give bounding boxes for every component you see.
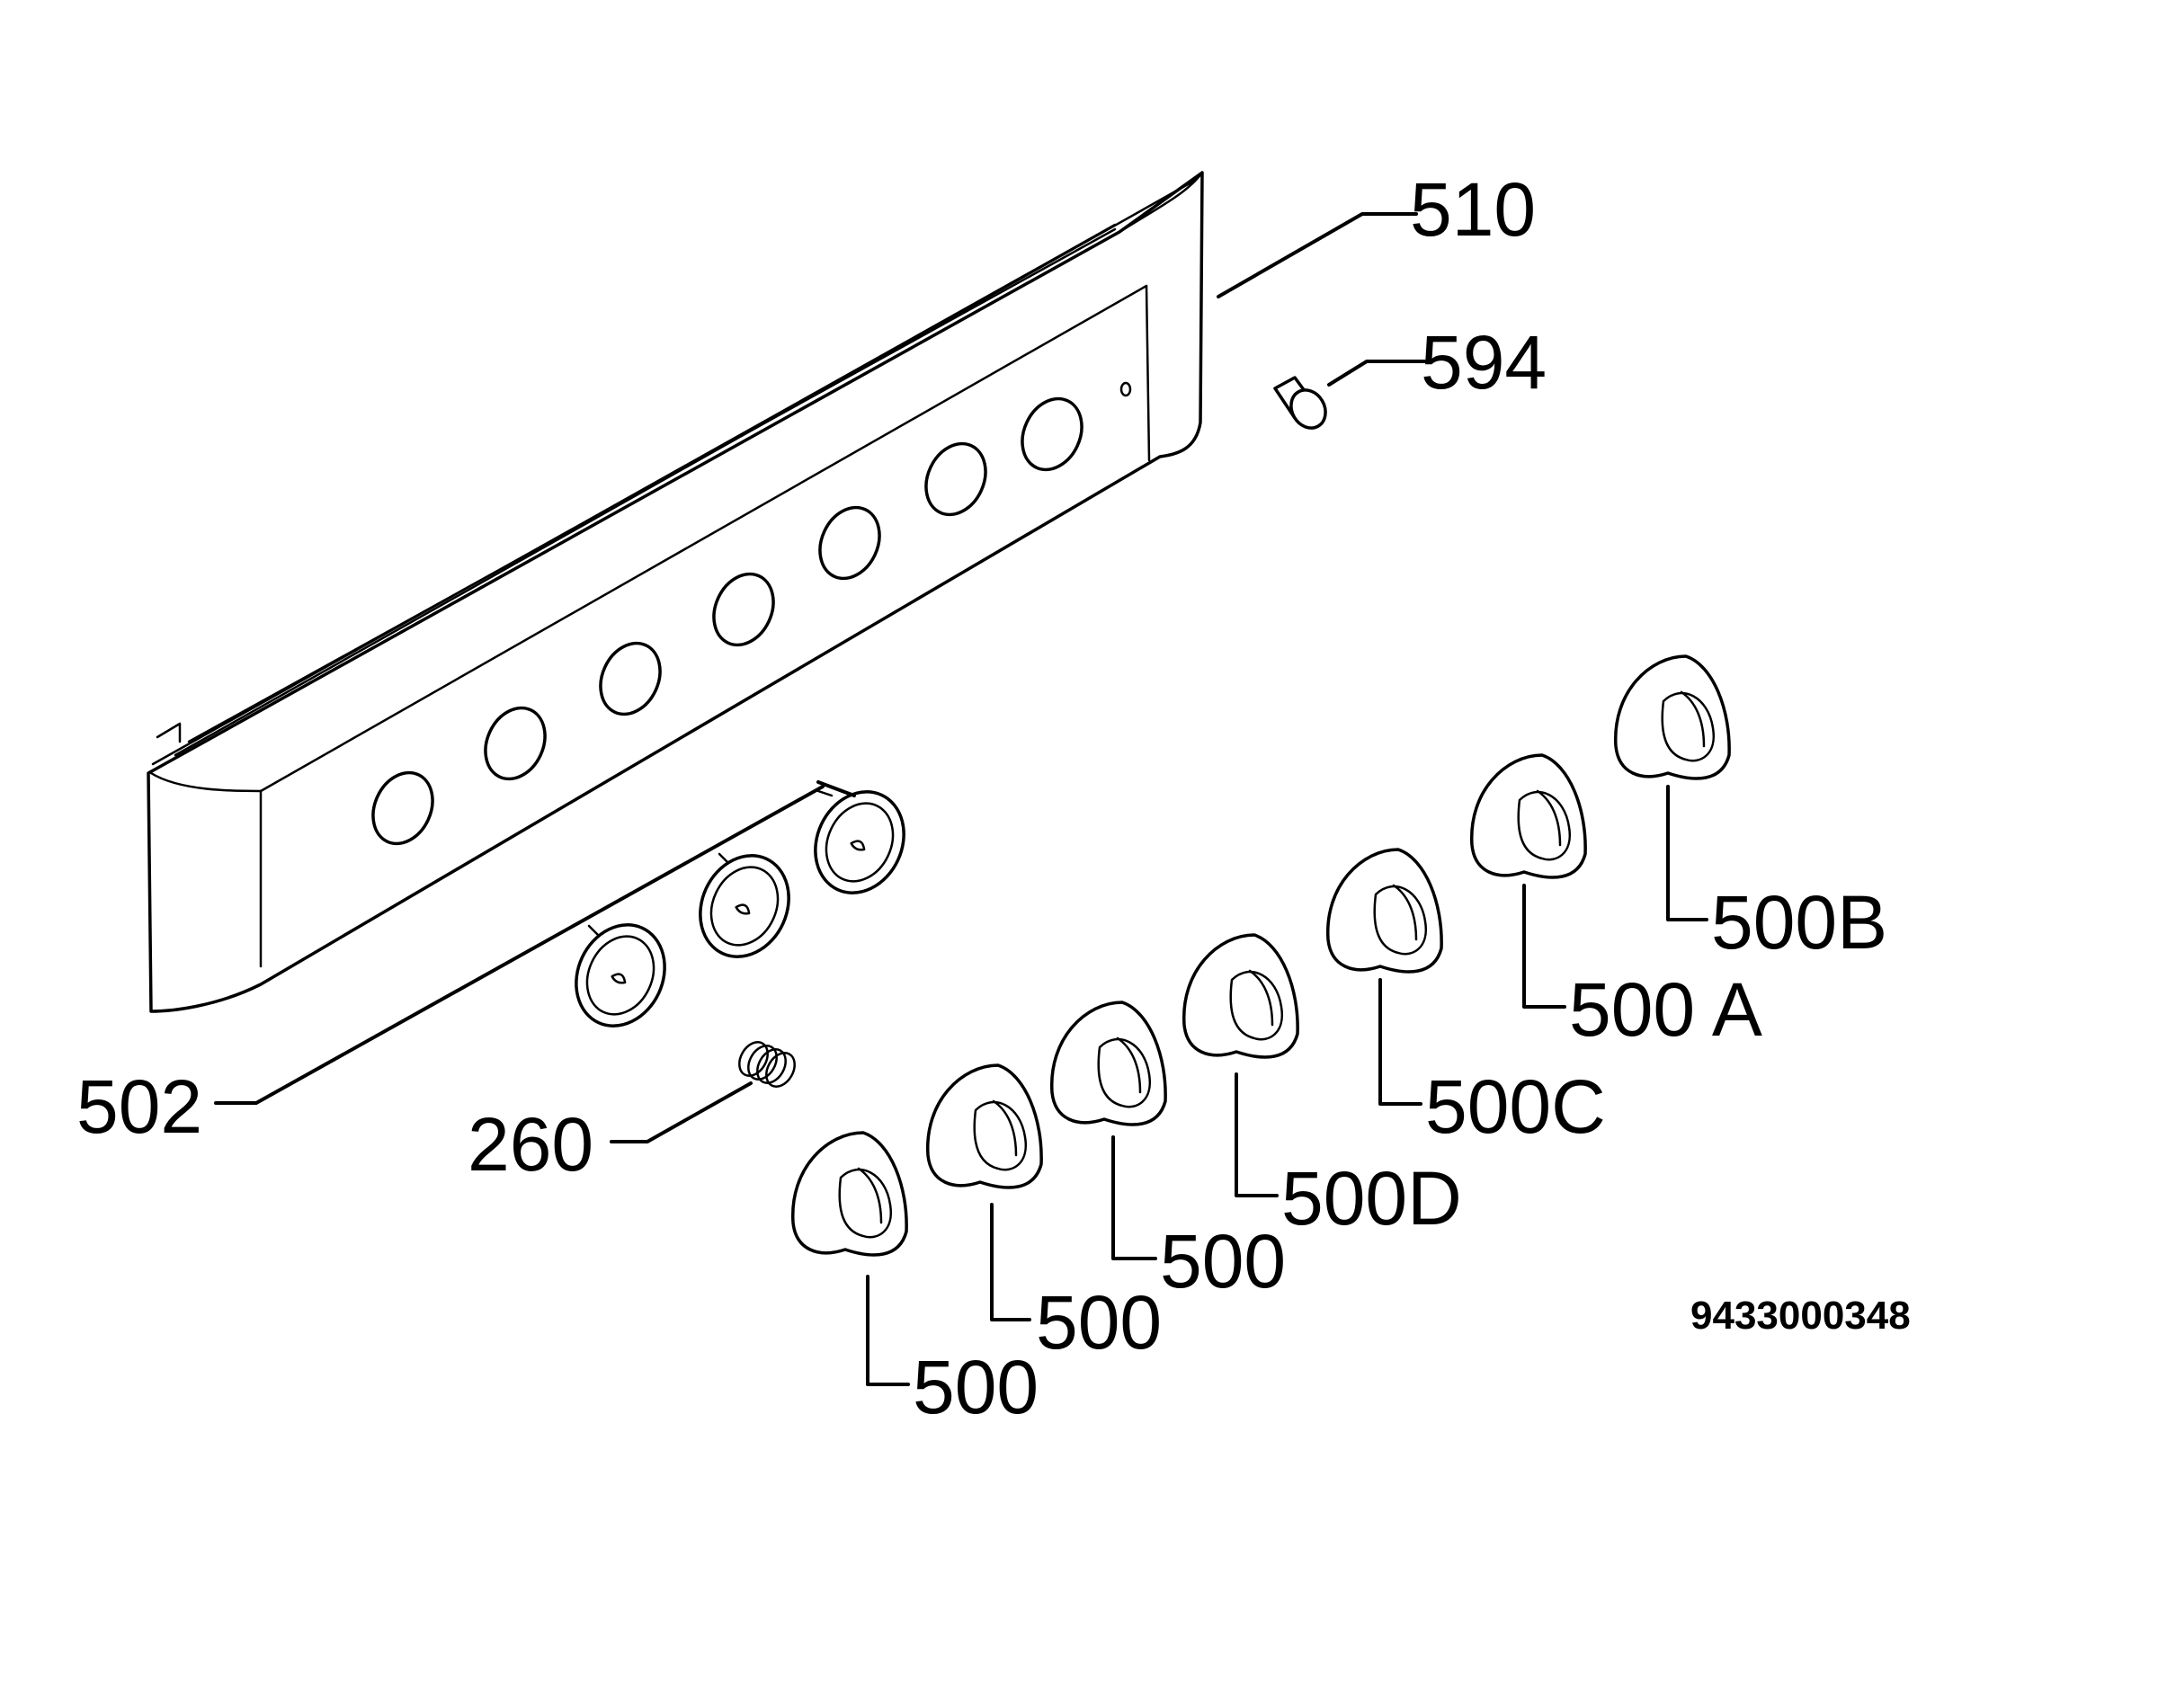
control-panel: [147, 171, 1204, 1013]
callout-510: 510: [1410, 167, 1536, 252]
callout-594: 594: [1421, 320, 1547, 405]
callout-502: 502: [76, 1064, 202, 1149]
callout-labels: 510 594 502 260 500 500 500 500D 500C 50…: [76, 167, 1911, 1429]
control-knob-500-1: [791, 1131, 908, 1257]
control-knob-500-2: [926, 1063, 1043, 1189]
callout-500d: 500D: [1281, 1156, 1462, 1241]
control-knob-500a: [1470, 753, 1587, 879]
control-knob-500b: [1614, 654, 1731, 780]
bezel-rings: [575, 789, 905, 1027]
callout-500-3: 500: [1160, 1219, 1286, 1303]
callout-500-2: 500: [1036, 1280, 1162, 1365]
callout-500c: 500C: [1425, 1064, 1606, 1149]
control-knob-500-3: [1050, 1001, 1167, 1126]
callout-500-1: 500: [913, 1345, 1039, 1429]
control-knob-500c: [1326, 848, 1443, 974]
callout-500b: 500B: [1711, 880, 1887, 965]
spring: [738, 1041, 796, 1088]
leader-lines: [214, 212, 1708, 1386]
control-knobs: [791, 654, 1731, 1257]
callout-260: 260: [468, 1102, 593, 1187]
document-code: 9433000348: [1690, 1294, 1911, 1338]
indicator-lamp: [1273, 376, 1327, 430]
callout-500a: 500 A: [1569, 967, 1762, 1052]
control-knob-500d: [1182, 933, 1299, 1059]
